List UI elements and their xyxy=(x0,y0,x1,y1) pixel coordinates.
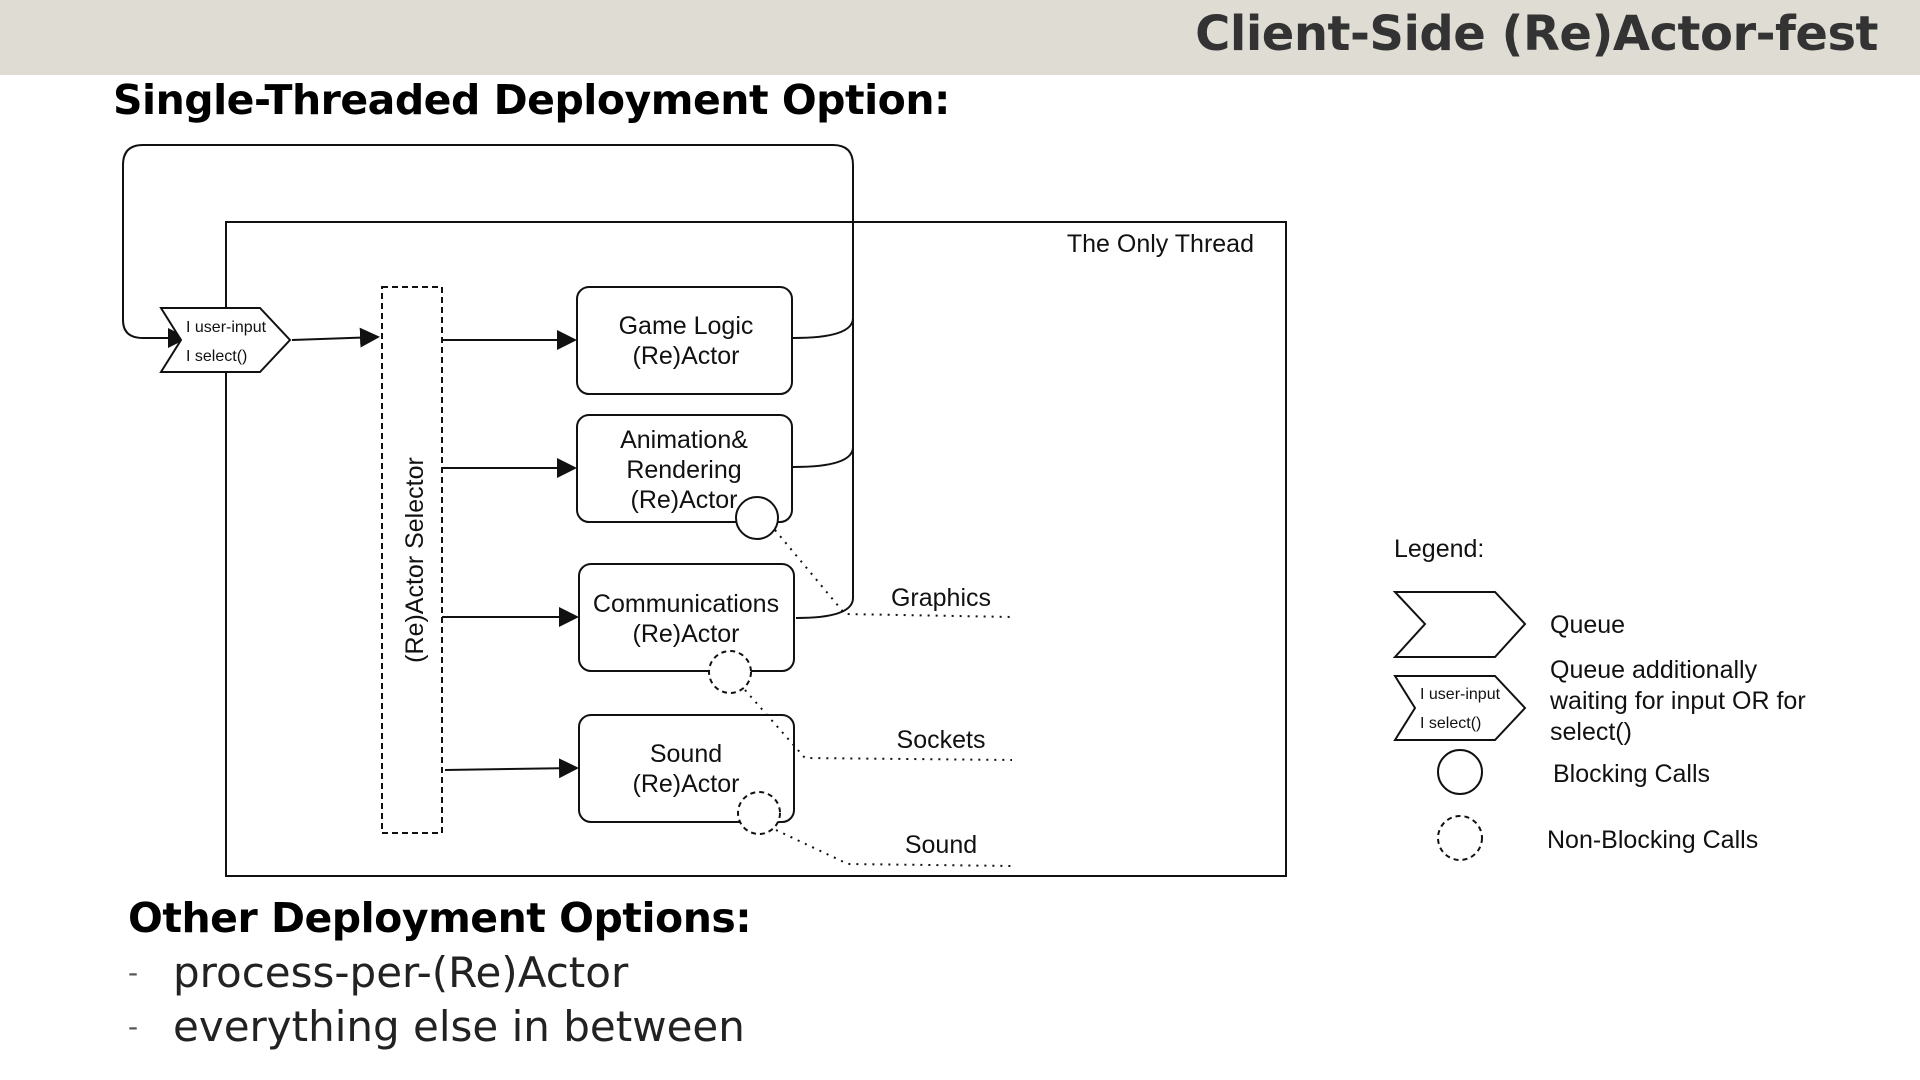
legend-queue-select: I select() xyxy=(1420,715,1481,732)
animation-line-2: Rendering xyxy=(626,456,741,484)
legend-waiting-line-2: waiting for input OR for xyxy=(1549,687,1806,715)
game-logic-line-1: Game Logic xyxy=(619,312,754,340)
animation-rendering-actor xyxy=(576,414,793,523)
animation-return-line xyxy=(792,310,854,468)
legend-queue-user-input: I user-input xyxy=(1420,686,1501,703)
communications-actor xyxy=(578,563,795,672)
legend-queue-icon xyxy=(1392,591,1527,658)
other-options-list: - process-per-(Re)Actor - everything else … xyxy=(128,946,745,1054)
queue-line-user-input: I user-input xyxy=(186,319,267,336)
section-heading-single-threaded: Single-Threaded Deployment Option: xyxy=(113,76,950,124)
legend-non-blocking-label: Non-Blocking Calls xyxy=(1547,826,1758,854)
sound-actor xyxy=(578,714,795,823)
queue-line-select: I select() xyxy=(186,348,247,365)
communications-line-1: Communications xyxy=(593,590,779,618)
legend-non-blocking-icon xyxy=(1437,815,1483,861)
legend-blocking-label: Blocking Calls xyxy=(1553,760,1710,788)
thread-frame xyxy=(225,221,1287,877)
communications-line-2: (Re)Actor xyxy=(633,620,740,648)
sound-actor-line-2: (Re)Actor xyxy=(633,770,740,798)
section-heading-other-options: Other Deployment Options: xyxy=(128,894,752,942)
legend-waiting-queue-icon xyxy=(1393,675,1527,741)
sound-output-label: Sound xyxy=(905,831,977,859)
blocking-call-graphics xyxy=(735,496,779,540)
input-queue-shape xyxy=(159,307,292,373)
thread-label: The Only Thread xyxy=(1067,230,1254,258)
list-item: - process-per-(Re)Actor xyxy=(128,946,745,1000)
graphics-label: Graphics xyxy=(891,584,991,612)
legend-blocking-icon xyxy=(1437,749,1483,795)
sound-actor-line-1: Sound xyxy=(650,740,722,768)
legend-waiting-line-1: Queue additionally xyxy=(1550,656,1758,684)
bullet-marker: - xyxy=(128,1010,139,1043)
legend-title: Legend: xyxy=(1394,535,1484,563)
legend-queue-label: Queue xyxy=(1550,611,1625,639)
animation-line-3: (Re)Actor xyxy=(631,486,738,514)
non-blocking-call-sockets xyxy=(708,650,752,694)
game-logic-actor xyxy=(576,286,793,395)
arrow-to-sound xyxy=(444,758,579,779)
sockets-label: Sockets xyxy=(897,726,986,754)
communications-return-line xyxy=(795,440,854,619)
actor-selector-label: (Re)Actor Selector xyxy=(401,457,429,663)
bullet-text: everything else in between xyxy=(173,1002,745,1051)
bullet-text: process-per-(Re)Actor xyxy=(173,948,629,997)
non-blocking-call-sound xyxy=(737,791,781,835)
slide-title: Client-Side (Re)Actor-fest xyxy=(1195,6,1878,62)
game-logic-line-2: (Re)Actor xyxy=(633,342,740,370)
queue-to-selector-arrow xyxy=(291,327,380,348)
feedback-loop-arrow xyxy=(122,144,854,348)
animation-line-1: Animation& xyxy=(620,426,748,454)
title-bar xyxy=(0,0,1920,75)
legend-waiting-line-3: select() xyxy=(1550,718,1632,746)
bullet-marker: - xyxy=(128,956,139,989)
actor-selector-box xyxy=(381,286,443,834)
list-item: - everything else in between xyxy=(128,1000,745,1054)
